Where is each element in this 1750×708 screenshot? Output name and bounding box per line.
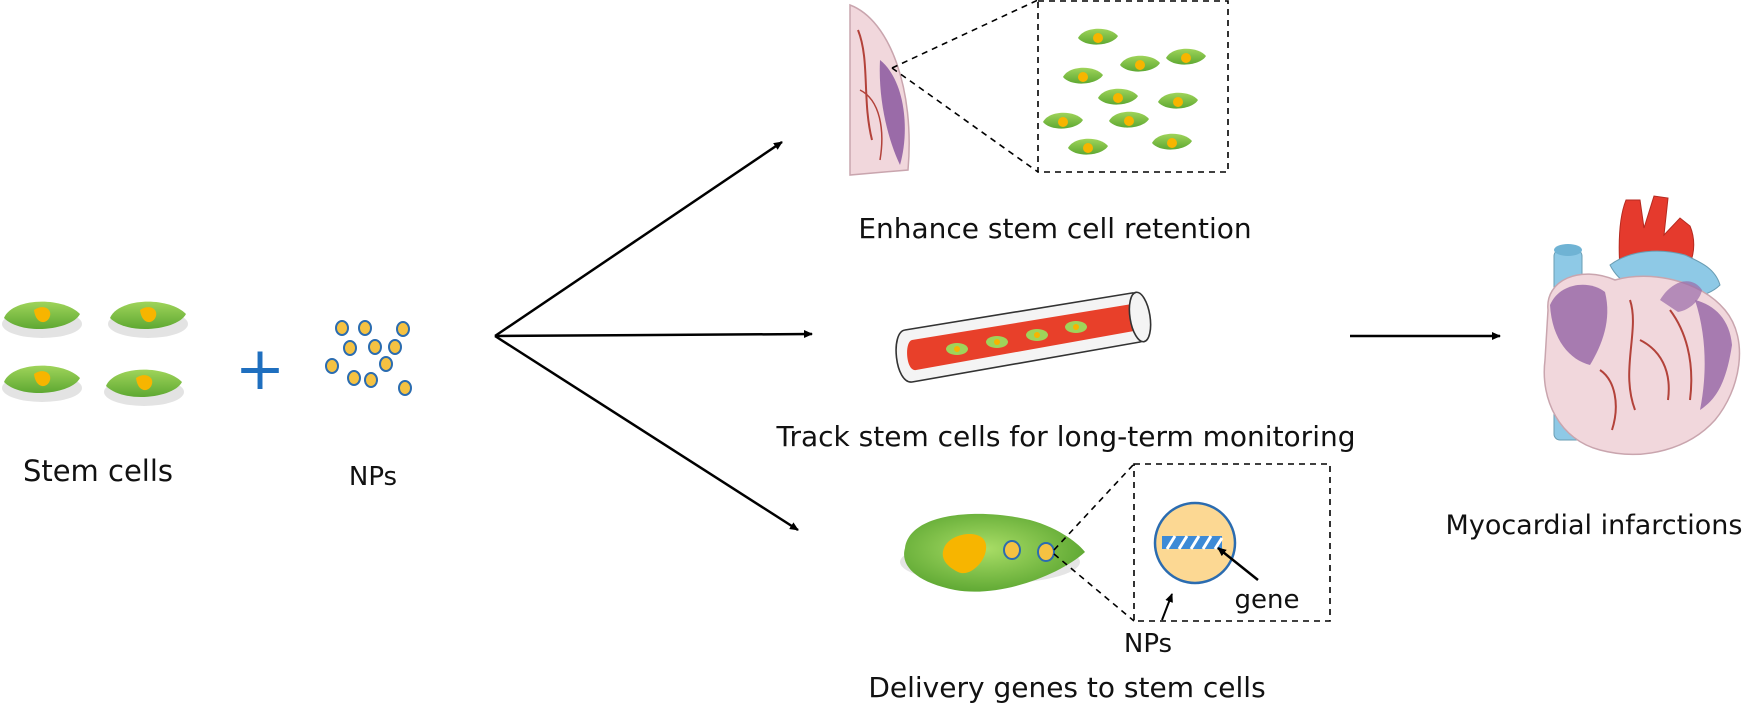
- stem-cells-group: [2, 301, 188, 406]
- nanoparticle-icon: [388, 339, 402, 355]
- nanoparticle-icon: [396, 321, 410, 337]
- nanoparticle-icon: [335, 320, 349, 336]
- blood-vessel-icon: [895, 291, 1152, 383]
- arrow-to-tracking: [494, 330, 813, 339]
- nanoparticle-icon: [398, 380, 412, 396]
- stem-cell-icon: [2, 365, 82, 402]
- branch-arrows: [494, 140, 1501, 532]
- nanoparticle-icon: [1037, 542, 1055, 562]
- track-label: Track stem cells for long-term monitorin…: [776, 420, 1356, 453]
- large-stem-cell: [900, 513, 1085, 592]
- nanoparticle-icon: [368, 339, 382, 355]
- heart-tissue-fragment: [849, 3, 910, 176]
- nanoparticle-icon: [343, 340, 357, 356]
- arrow-to-gene-delivery: [494, 334, 799, 532]
- nanoparticle-icon: [358, 320, 372, 336]
- stem-cell-icon: [104, 369, 184, 406]
- myocardial-label: Myocardial infarctions: [1446, 510, 1743, 541]
- stem-cell-icon: [108, 301, 188, 338]
- dna-icon: [1162, 535, 1224, 550]
- nanoparticle-icon: [1003, 540, 1021, 560]
- enhance-retention-label: Enhance stem cell retention: [858, 212, 1251, 245]
- stem-cells-label: Stem cells: [23, 454, 173, 488]
- np-gene-detail: [1153, 501, 1259, 621]
- plus-sign: +: [235, 334, 285, 404]
- nanoparticle-icon: [364, 372, 378, 388]
- zoom-lines-bottom: [1053, 463, 1331, 622]
- nanoparticle-icon: [325, 358, 339, 374]
- gene-label: gene: [1235, 585, 1300, 615]
- stem-cell-icon: [2, 301, 82, 338]
- nanoparticle-icon: [379, 356, 393, 372]
- retained-cells: [1043, 28, 1206, 155]
- nps-inset-label: NPs: [1124, 629, 1172, 659]
- nanoparticle-cluster: [325, 320, 412, 396]
- retention-zoom-box: [1037, 0, 1229, 173]
- arrow-to-retention: [494, 140, 783, 338]
- nanoparticle-icon: [347, 370, 361, 386]
- delivery-label: Delivery genes to stem cells: [868, 671, 1265, 704]
- nps-label: NPs: [349, 462, 397, 492]
- zoom-lines-top: [891, 0, 1229, 173]
- gene-zoom-box: [1133, 463, 1331, 622]
- heart-icon: [1543, 195, 1741, 456]
